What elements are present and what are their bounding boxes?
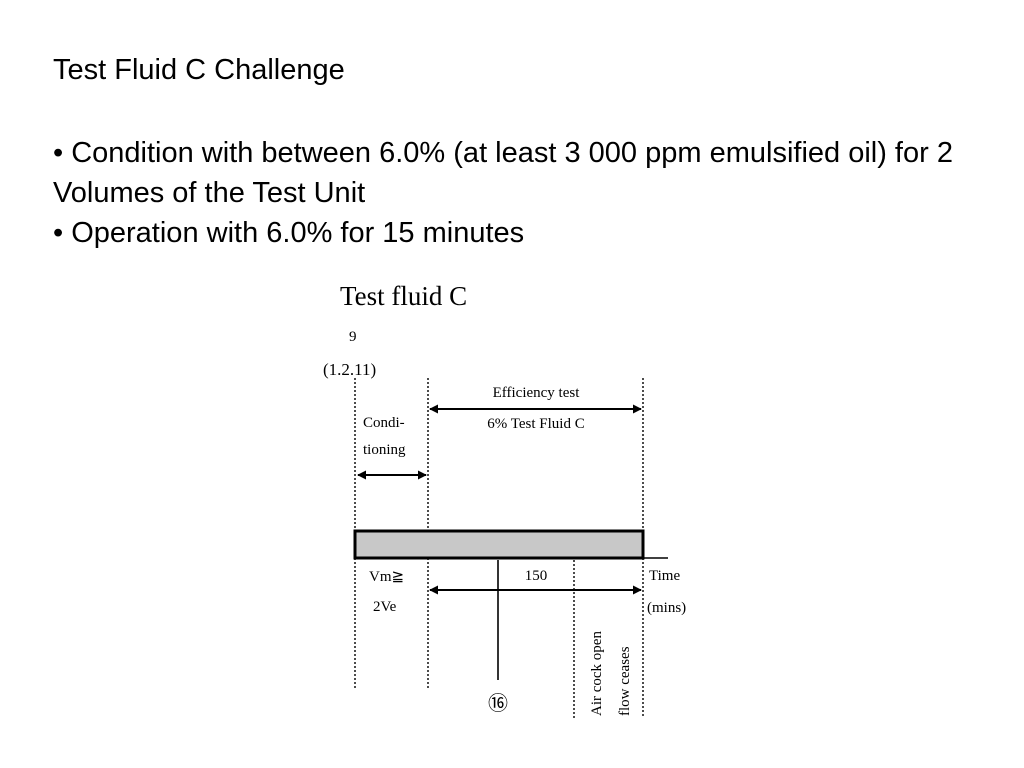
test-bar — [353, 529, 645, 560]
air-cock-open-label: Air cock open — [589, 631, 605, 716]
bullet-conditioning: • Condition with between 6.0% (at least … — [53, 137, 953, 209]
diagram-title: Test fluid C — [340, 281, 467, 311]
slide-title: Test Fluid C Challenge — [53, 54, 345, 86]
reference-section: (1.2.11) — [323, 360, 376, 379]
reference-number: 9 — [349, 329, 357, 345]
conditioning-label-line1: Condi- — [363, 415, 405, 431]
vm-label: Vm≧ — [369, 569, 404, 585]
circled-16-marker: ⑯ — [488, 692, 508, 715]
test-fluid-percent-label: 6% Test Fluid C — [487, 416, 584, 432]
ve-label: 2Ve — [373, 599, 397, 615]
flow-ceases-label: flow ceases — [617, 646, 633, 716]
bullet-list: • Condition with between 6.0% (at least … — [53, 133, 1013, 253]
bullet-operation: • Operation with 6.0% for 15 minutes — [53, 217, 525, 249]
time-unit-label: (mins) — [647, 600, 686, 616]
conditioning-label-line2: tioning — [363, 442, 406, 458]
efficiency-test-label: Efficiency test — [493, 385, 581, 401]
time-axis-label: Time — [649, 568, 680, 584]
duration-label: 150 — [525, 568, 548, 584]
